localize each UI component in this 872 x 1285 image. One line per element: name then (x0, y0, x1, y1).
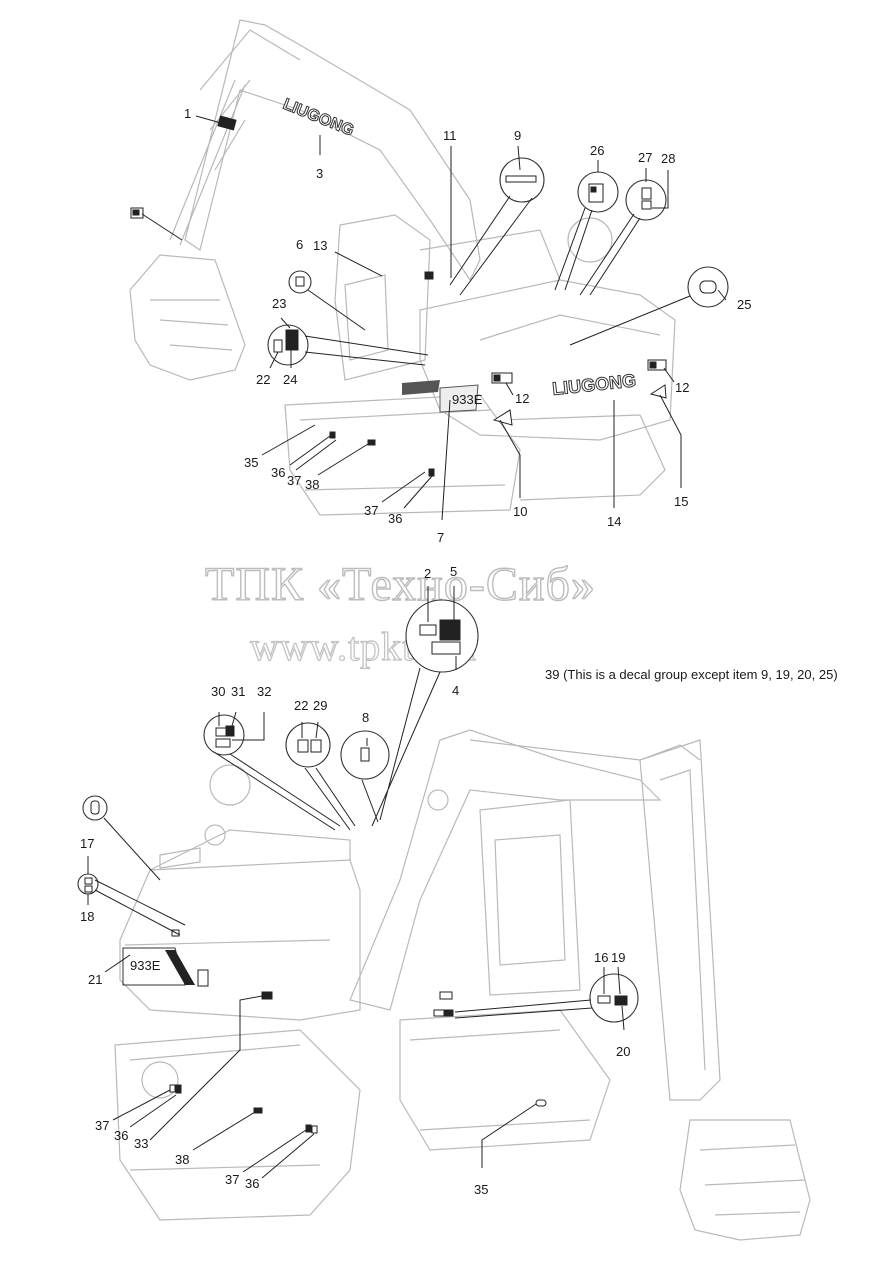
callout-bottom-18: 18 (80, 909, 94, 924)
callout-top-22: 22 (256, 372, 270, 387)
callout-top-1: 1 (184, 106, 191, 121)
callout-bottom-17: 17 (80, 836, 94, 851)
callout-top-28: 28 (661, 151, 675, 166)
counterweight-brand-text: LIUGONG (551, 370, 637, 399)
top-model-badge-text: 933E (452, 392, 483, 407)
top-excavator-drawing (129, 19, 676, 516)
callout-top-14: 14 (607, 514, 621, 529)
callout-bottom-31: 31 (231, 684, 245, 699)
callout-top-13: 13 (313, 238, 327, 253)
callout-top-23: 23 (272, 296, 286, 311)
callout-bottom-19: 19 (611, 950, 625, 965)
bottom-decals (169, 929, 547, 1134)
callout-top-15: 15 (674, 494, 688, 509)
bottom-callouts: 2 5 4 30 31 32 22 29 8 17 18 21 16 19 20… (80, 564, 630, 1197)
callout-top-27: 27 (638, 150, 652, 165)
callout-bottom-4: 4 (452, 683, 459, 698)
callout-bottom-36b: 36 (245, 1176, 259, 1191)
watermark-line-1: ТПК «Техно-Сиб» (205, 558, 596, 611)
boom-brand-text: LIUGONG (281, 96, 357, 140)
callout-bottom-8: 8 (362, 710, 369, 725)
callout-bottom-37b: 37 (225, 1172, 239, 1187)
callout-top-35: 35 (244, 455, 258, 470)
bottom-leaders (87, 586, 625, 1179)
callout-bottom-5: 5 (450, 564, 457, 579)
callout-top-38: 38 (305, 477, 319, 492)
bottom-model-badge-text: 933E (130, 958, 161, 973)
callout-bottom-2: 2 (424, 566, 431, 581)
bottom-excavator-drawing (114, 729, 811, 1241)
callout-top-12a: 12 (515, 391, 529, 406)
top-brand-marks: LIUGONG LIUGONG 933E (280, 95, 637, 407)
callout-top-37a: 37 (287, 473, 301, 488)
callout-bottom-20: 20 (616, 1044, 630, 1059)
callout-bottom-29: 29 (313, 698, 327, 713)
callout-bottom-37a: 37 (95, 1118, 109, 1133)
callout-top-26: 26 (590, 143, 604, 158)
callout-top-37b: 37 (364, 503, 378, 518)
callout-top-7: 7 (437, 530, 444, 545)
bottom-bubbles (77, 599, 639, 1023)
decal-group-note: 39 (This is a decal group except item 9,… (545, 667, 838, 682)
callout-top-10: 10 (513, 504, 527, 519)
callout-top-12b: 12 (675, 380, 689, 395)
top-callouts: 1 3 6 13 11 9 26 27 28 25 23 22 24 12 12… (184, 106, 751, 545)
callout-top-6: 6 (296, 237, 303, 252)
callout-top-36a: 36 (271, 465, 285, 480)
top-leaders (141, 115, 727, 521)
callout-top-11: 11 (443, 128, 457, 143)
callout-bottom-36a: 36 (114, 1128, 128, 1143)
callout-top-36b: 36 (388, 511, 402, 526)
callout-top-9: 9 (514, 128, 521, 143)
callout-bottom-30: 30 (211, 684, 225, 699)
callout-bottom-16: 16 (594, 950, 608, 965)
top-bubbles (267, 157, 729, 366)
callout-top-24: 24 (283, 372, 297, 387)
callout-bottom-22: 22 (294, 698, 308, 713)
callout-bottom-21: 21 (88, 972, 102, 987)
callout-bottom-35: 35 (474, 1182, 488, 1197)
callout-bottom-33: 33 (134, 1136, 148, 1151)
callout-top-25: 25 (737, 297, 751, 312)
top-decals (130, 115, 667, 477)
watermark: ТПК «Техно-Сиб» www.tpkts.ru (204, 557, 596, 669)
callout-top-3: 3 (316, 166, 323, 181)
callout-bottom-38: 38 (175, 1152, 189, 1167)
callout-bottom-32: 32 (257, 684, 271, 699)
